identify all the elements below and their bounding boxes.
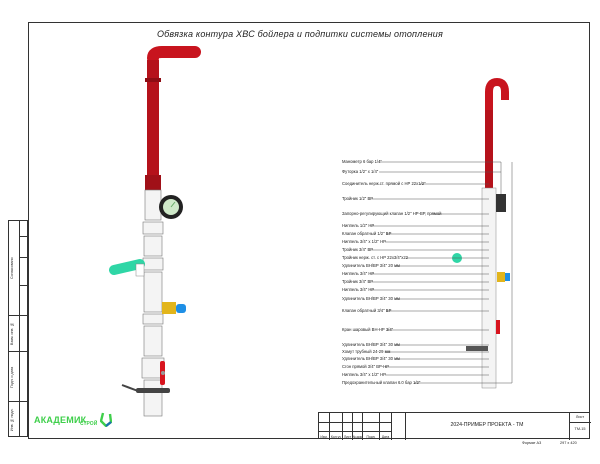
callout-label: Ниппель 3/4" НР <box>342 271 375 276</box>
column-header: Дата <box>381 435 390 439</box>
assembly-illustration <box>109 46 201 417</box>
logo-icon <box>100 412 112 427</box>
callout-label: Клапан обратный 1/2" ВР <box>342 231 392 236</box>
stamp-replaced-cell: Взам. инв. № <box>9 316 27 352</box>
column-header: Кол.уч <box>330 435 342 439</box>
revision-column: Изм. <box>319 413 330 440</box>
stamp-agreed-cell: Согласовано <box>9 221 29 316</box>
project-code: 2024-ПРИМЕР ПРОЕКТА - ТМ <box>450 422 524 428</box>
safety-valve <box>162 302 186 314</box>
callout-label: Тройник 3/4" ВР <box>342 279 374 284</box>
logo-text-sub: СТРОЙ <box>80 421 98 427</box>
callout-label: Тройник 1/2" ВР <box>342 196 374 201</box>
callout-label: Удлинитель ВН/ВР 3/4" 20 мм <box>342 263 400 268</box>
paper-size: 297 x 420 <box>560 441 577 445</box>
revision-column: №док <box>353 413 363 440</box>
callout-label: Хомут трубный 24-29 мм <box>342 349 391 354</box>
callout-label: Предохранительный клапан 6.0 бар 1/2" <box>342 380 421 385</box>
column-header: Подп. <box>366 435 376 439</box>
callout-label: Кран шаровый ВН-НР 3/4" <box>342 327 394 332</box>
revision-column: Подп. <box>363 413 380 440</box>
callout-label: Ниппель 3/4" НР <box>342 287 375 292</box>
callout-label: Соединитель нерж.ст. прямой с НР 22х1/2" <box>342 181 426 186</box>
revision-column: Дата <box>380 413 392 440</box>
revision-column: Кол.уч <box>330 413 343 440</box>
fitting-stack <box>141 189 165 417</box>
callout-label: Сгон прямой 3/4" ВР-НР <box>342 364 390 369</box>
pressure-gauge <box>159 195 183 219</box>
ball-valve-handle <box>160 361 165 385</box>
green-valve <box>109 259 145 277</box>
side-stamp: Согласовано Взам. инв. № Подп. и дата Ин… <box>8 220 29 437</box>
column-header: №док <box>353 435 362 439</box>
drawing-title: Обвязка контура ХВС бойлера и подпитки с… <box>156 29 444 39</box>
callout-label: Тройник нерж. ст. с НР 22х3/4"х22 <box>342 255 408 260</box>
callout-label: Запорно-регулирующий клапан 1/2" НР-ВР, … <box>342 211 442 216</box>
drawing-frame <box>28 22 590 439</box>
callout-label: Удлинитель ВН/ВР 3/4" 30 мм <box>342 356 400 361</box>
callout-label: Тройник 3/4" ВР <box>342 247 374 252</box>
pipe-clamp <box>121 384 170 393</box>
stamp-inv-cell: Инв. № подл. <box>9 402 27 437</box>
gauge-side-view <box>496 194 506 212</box>
logo-text-main: АКАДЕМИК <box>34 415 87 425</box>
callout-label: Удлинитель ВН/ВР 3/4" 30 мм <box>342 296 400 301</box>
callout-label: Клапан обратный 3/4" ВР <box>342 308 392 313</box>
sheet-number: ТМ-15 <box>574 427 586 431</box>
sheet-label: Лист <box>575 415 585 419</box>
paper-format: Формат А3 <box>522 441 542 445</box>
callout-label: Удлинитель ВН/ВР 3/4" 30 мм <box>342 342 400 347</box>
stamp-sign-cell: Подп. и дата <box>9 352 27 402</box>
company-logo: АКАДЕМИК СТРОЙ <box>34 410 112 428</box>
revision-column: Лист <box>343 413 353 440</box>
callout-label: Ниппель 1/2" НР <box>342 223 375 228</box>
callout-label: Ниппель 3/4" x 1/2" НР <box>342 239 386 244</box>
column-header: Изм. <box>320 435 328 439</box>
callout-label: Ниппель 3/4" x 1/2" НР <box>342 372 386 377</box>
red-pipe <box>145 46 201 190</box>
column-header: Лист <box>343 435 352 439</box>
callout-label: Манометр 6 бар 1/4" <box>342 159 382 164</box>
callout-label: Футорка 1/2" x 1/4" <box>342 169 379 174</box>
